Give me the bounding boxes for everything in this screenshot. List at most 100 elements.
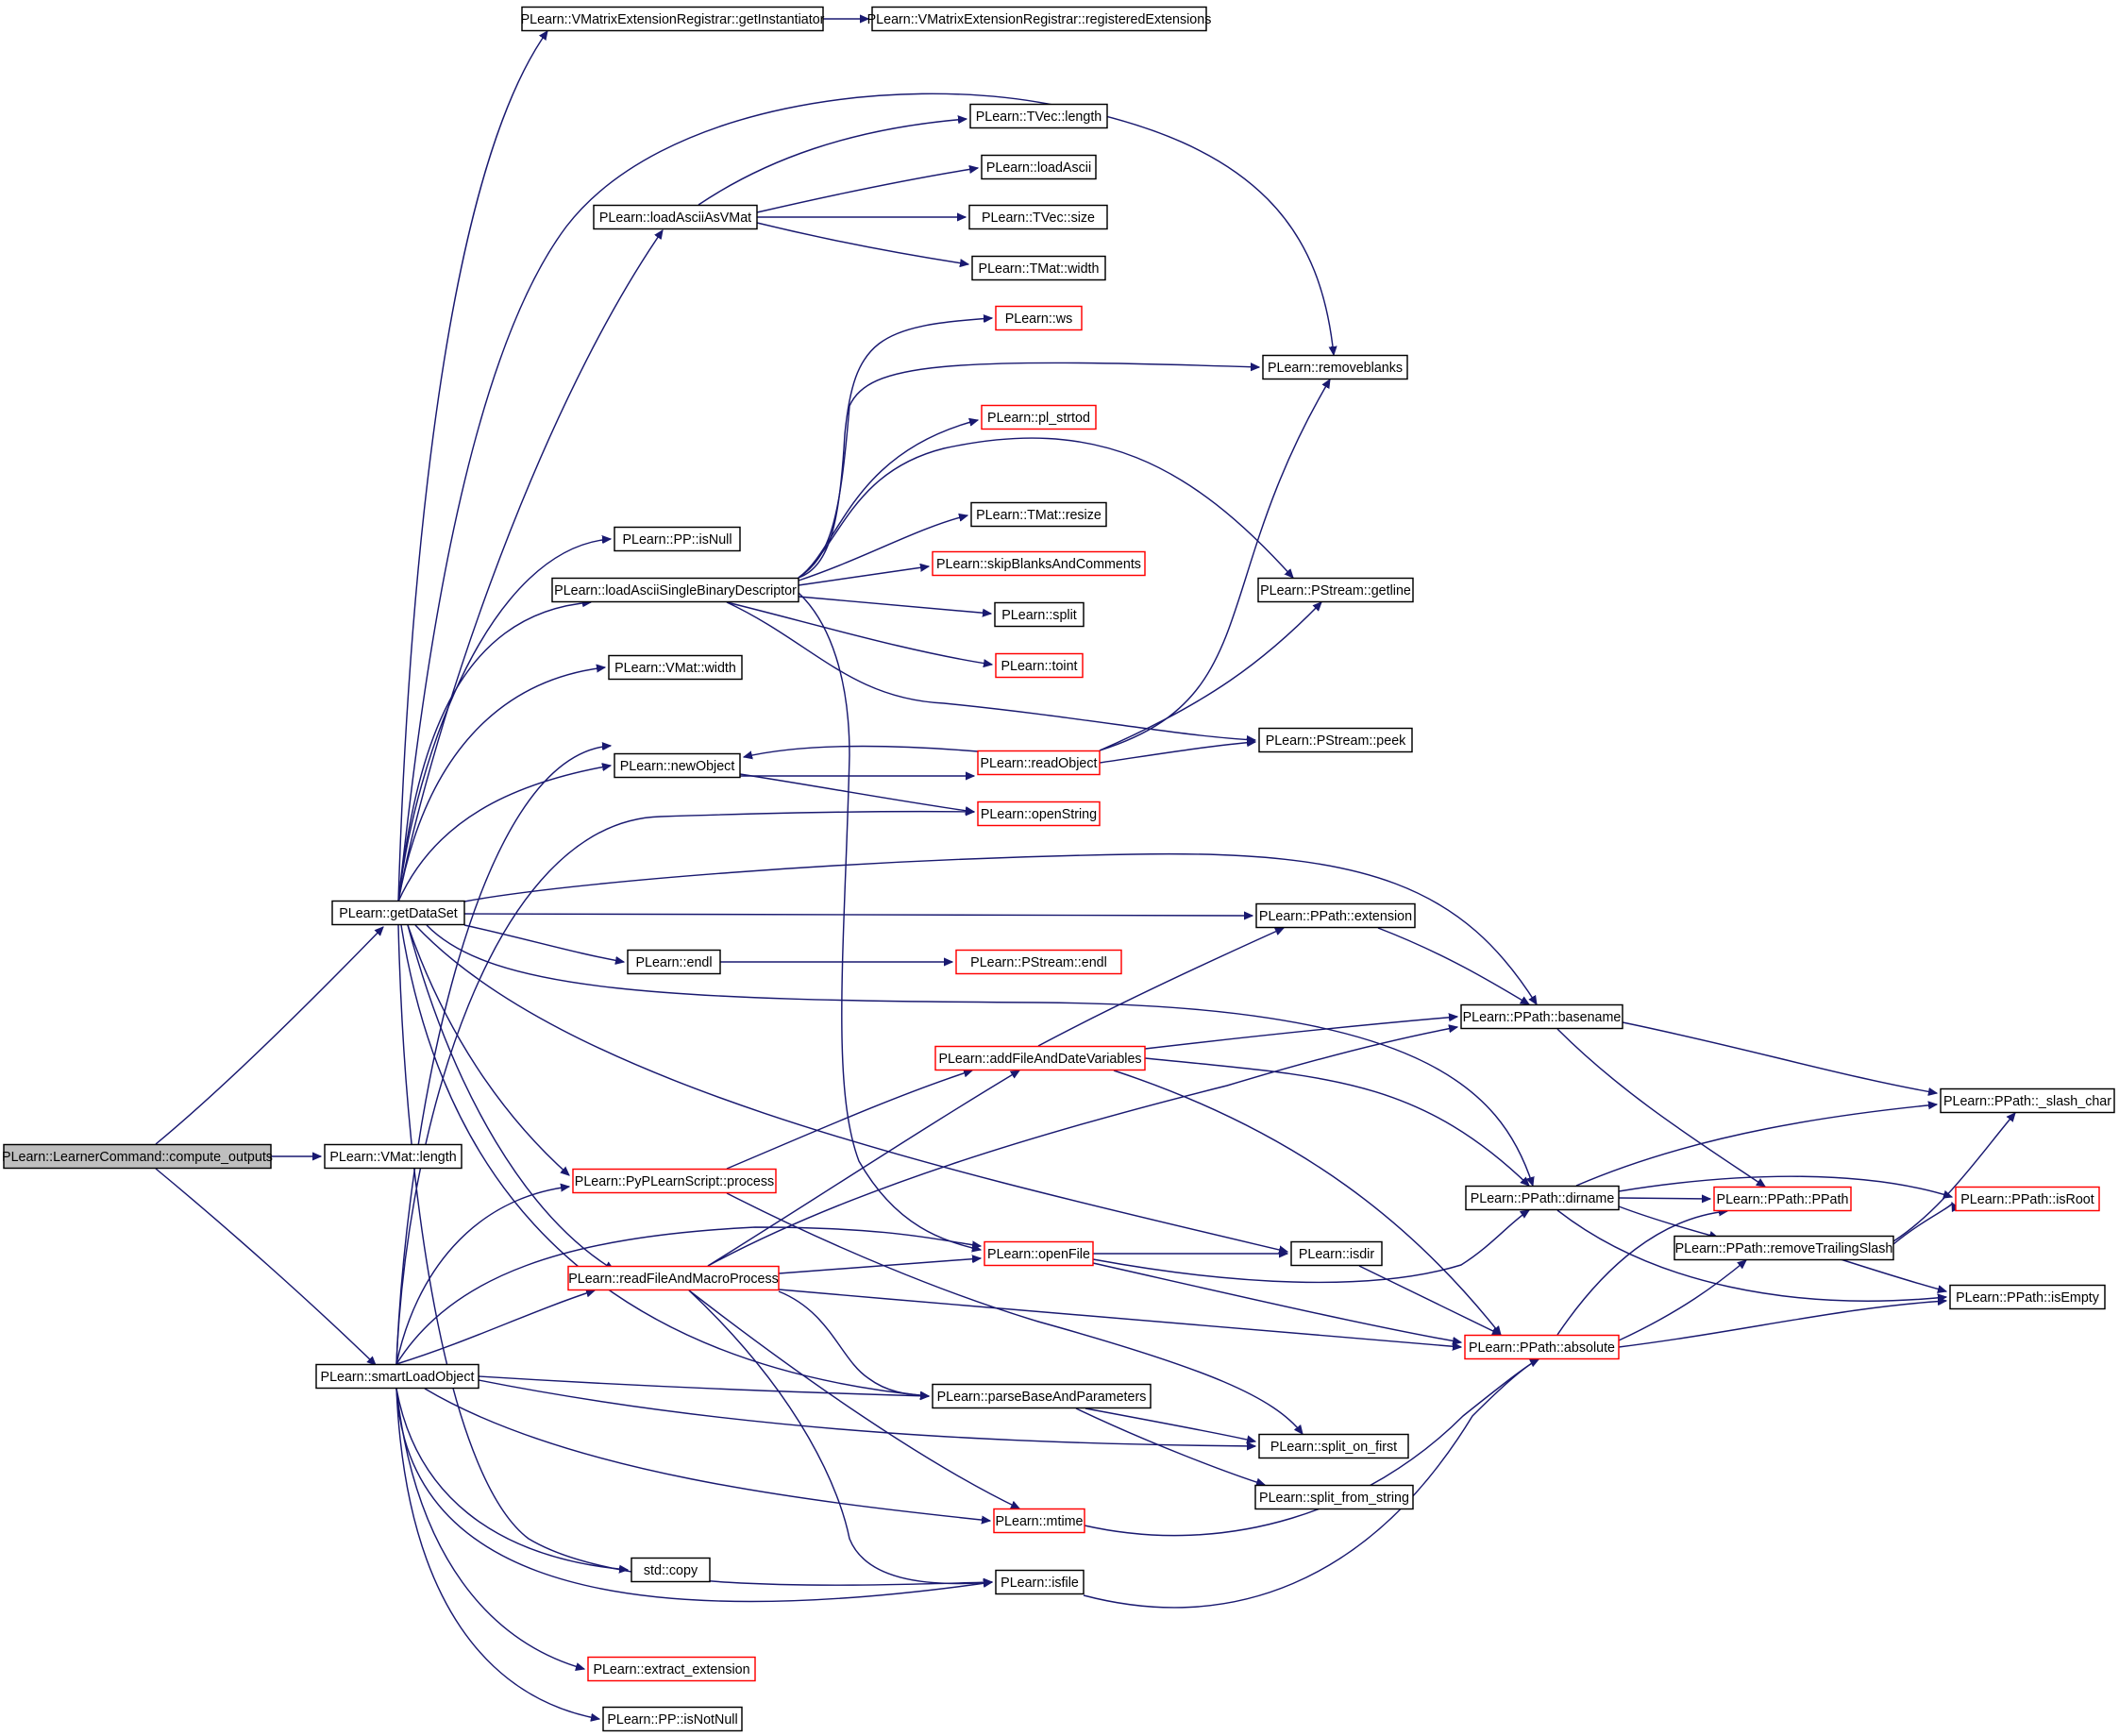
edge-loadAsciiSBD-to-skipBlanks [798, 566, 929, 586]
node-slashChar[interactable]: PLearn::PPath::_slash_char [1940, 1087, 2115, 1114]
node-readFileMacro[interactable]: PLearn::readFileAndMacroProcess [567, 1265, 780, 1291]
node-box [1460, 1003, 1623, 1030]
node-getInst[interactable]: PLearn::VMatrixExtensionRegistrar::getIn… [521, 6, 825, 32]
node-openFile[interactable]: PLearn::openFile [984, 1240, 1094, 1267]
node-tmatWidth[interactable]: PLearn::TMat::width [971, 255, 1106, 281]
edge-smartLoad-to-pyProcess [395, 1187, 569, 1365]
node-label: PLearn::VMatrixExtensionRegistrar::regis… [867, 12, 1212, 27]
edge-smartLoad-to-openFile [395, 1226, 981, 1365]
node-splitFromString[interactable]: PLearn::split_from_string [1254, 1484, 1414, 1510]
node-parseBase[interactable]: PLearn::parseBaseAndParameters [932, 1383, 1152, 1409]
edge-openFile-to-absolute [1092, 1262, 1461, 1342]
node-box [984, 1240, 1094, 1267]
node-isRoot[interactable]: PLearn::PPath::isRoot [1955, 1186, 2100, 1212]
node-label: std::copy [644, 1563, 698, 1578]
node-regExt[interactable]: PLearn::VMatrixExtensionRegistrar::regis… [867, 6, 1212, 32]
node-label: PLearn::PyPLearnScript::process [575, 1174, 774, 1189]
node-pyProcess[interactable]: PLearn::PyPLearnScript::process [572, 1168, 777, 1194]
edge-extension-to-basename [1377, 927, 1529, 1004]
node-label: PLearn::smartLoadObject [321, 1370, 475, 1385]
node-box [324, 1143, 462, 1170]
node-vmatWidth[interactable]: PLearn::VMat::width [608, 654, 743, 681]
edge-isfile-to-absolute [1083, 1358, 1539, 1609]
node-loadAsciiSBD[interactable]: PLearn::loadAsciiSingleBinaryDescriptor [551, 577, 799, 603]
node-tvecLength[interactable]: PLearn::TVec::length [969, 103, 1108, 129]
node-extension[interactable]: PLearn::PPath::extension [1255, 902, 1416, 929]
edge-getDataSet-to-vmatWidth [397, 667, 605, 902]
node-ppathCtor[interactable]: PLearn::PPath::PPath [1713, 1186, 1852, 1212]
node-stdCopy[interactable]: std::copy [631, 1557, 711, 1583]
node-readObject[interactable]: PLearn::readObject [977, 750, 1101, 776]
node-mtime[interactable]: PLearn::mtime [993, 1508, 1085, 1534]
node-newObject[interactable]: PLearn::newObject [614, 752, 741, 779]
edge-loadAsciiSBD-to-tmatResize [798, 515, 967, 581]
node-box [981, 154, 1097, 180]
node-loadAscii[interactable]: PLearn::loadAscii [981, 154, 1097, 180]
node-box [572, 1168, 777, 1194]
node-label: PLearn::readFileAndMacroProcess [568, 1272, 779, 1287]
edge-getDataSet-to-removeblanks [397, 93, 1334, 902]
node-endl[interactable]: PLearn::endl [627, 949, 721, 975]
node-label: PLearn::getDataSet [339, 906, 458, 921]
edge-smartLoad-to-mtime [424, 1388, 990, 1521]
edge-loadAsciiSBD-to-openFile [798, 592, 981, 1250]
node-ppIsNotNull[interactable]: PLearn::PP::isNotNull [602, 1706, 743, 1732]
node-isfile[interactable]: PLearn::isfile [995, 1569, 1085, 1595]
node-box [631, 1557, 711, 1583]
node-label: PLearn::VMatrixExtensionRegistrar::getIn… [521, 12, 825, 27]
node-box [1949, 1284, 2106, 1310]
node-splitOnFirst[interactable]: PLearn::split_on_first [1258, 1433, 1409, 1459]
node-label: PLearn::TMat::resize [976, 508, 1102, 523]
node-getline[interactable]: PLearn::PStream::getline [1257, 577, 1414, 603]
node-split[interactable]: PLearn::split [994, 601, 1085, 628]
node-extractExt[interactable]: PLearn::extract_extension [587, 1656, 756, 1682]
node-label: PLearn::PPath::removeTrailingSlash [1675, 1241, 1893, 1256]
node-plStrtod[interactable]: PLearn::pl_strtod [981, 404, 1097, 430]
node-vmatLength[interactable]: PLearn::VMat::length [324, 1143, 462, 1170]
node-root[interactable]: PLearn::LearnerCommand::compute_outputs [2, 1143, 273, 1170]
node-openString[interactable]: PLearn::openString [977, 801, 1101, 827]
edge-getDataSet-to-dirname [426, 924, 1533, 1186]
node-skipBlanks[interactable]: PLearn::skipBlanksAndComments [932, 550, 1146, 577]
node-label: PLearn::removeblanks [1268, 361, 1403, 376]
edge-parseBase-to-splitFromString [1075, 1407, 1265, 1485]
node-isdir[interactable]: PLearn::isdir [1290, 1240, 1383, 1267]
node-removeTrailing[interactable]: PLearn::PPath::removeTrailingSlash [1673, 1235, 1894, 1261]
node-pstreamEndl[interactable]: PLearn::PStream::endl [955, 949, 1122, 975]
node-label: PLearn::split [1001, 608, 1076, 623]
edge-removeTrailing-to-isRoot [1892, 1203, 1952, 1245]
node-dirname[interactable]: PLearn::PPath::dirname [1465, 1185, 1620, 1211]
node-removeblanks[interactable]: PLearn::removeblanks [1262, 354, 1408, 380]
node-box [995, 1569, 1085, 1595]
edge-smartLoad-to-stdCopy [395, 1388, 628, 1570]
node-tmatResize[interactable]: PLearn::TMat::resize [970, 501, 1107, 528]
edge-loadAsciiSBD-to-getline [798, 437, 1293, 578]
node-basename[interactable]: PLearn::PPath::basename [1460, 1003, 1623, 1030]
node-loadAsciiVMat[interactable]: PLearn::loadAsciiAsVMat [593, 204, 758, 230]
node-toint[interactable]: PLearn::toint [995, 652, 1084, 679]
node-addFileDate[interactable]: PLearn::addFileAndDateVariables [934, 1045, 1146, 1071]
node-tvecSize[interactable]: PLearn::TVec::size [968, 204, 1108, 230]
node-getDataSet[interactable]: PLearn::getDataSet [331, 900, 465, 926]
edge-dirname-to-isRoot [1618, 1175, 1952, 1197]
node-box [551, 577, 799, 603]
node-peek[interactable]: PLearn::PStream::peek [1258, 727, 1413, 753]
edge-loadAsciiSBD-to-peek [726, 601, 1255, 740]
node-box [932, 1383, 1152, 1409]
node-ppIsNull[interactable]: PLearn::PP::isNull [614, 526, 741, 552]
node-ws[interactable]: PLearn::ws [995, 305, 1083, 331]
edge-pyProcess-to-splitOnFirst [726, 1192, 1303, 1434]
node-box [3, 1143, 272, 1170]
node-smartLoad[interactable]: PLearn::smartLoadObject [315, 1363, 479, 1390]
edge-newObject-to-openString [739, 773, 974, 812]
edge-loadAsciiVMat-to-tvecLength [698, 119, 967, 206]
edge-dirname-to-ppathCtor [1618, 1198, 1710, 1199]
node-box [593, 204, 758, 230]
node-box [934, 1045, 1146, 1071]
node-label: PLearn::isfile [1001, 1576, 1079, 1591]
node-label: PLearn::ws [1005, 312, 1073, 327]
edge-smartLoad-to-parseBase [478, 1375, 929, 1396]
edge-getDataSet-to-endl [463, 924, 624, 962]
node-isEmpty[interactable]: PLearn::PPath::isEmpty [1949, 1284, 2106, 1310]
node-absolute[interactable]: PLearn::PPath::absolute [1464, 1334, 1620, 1360]
